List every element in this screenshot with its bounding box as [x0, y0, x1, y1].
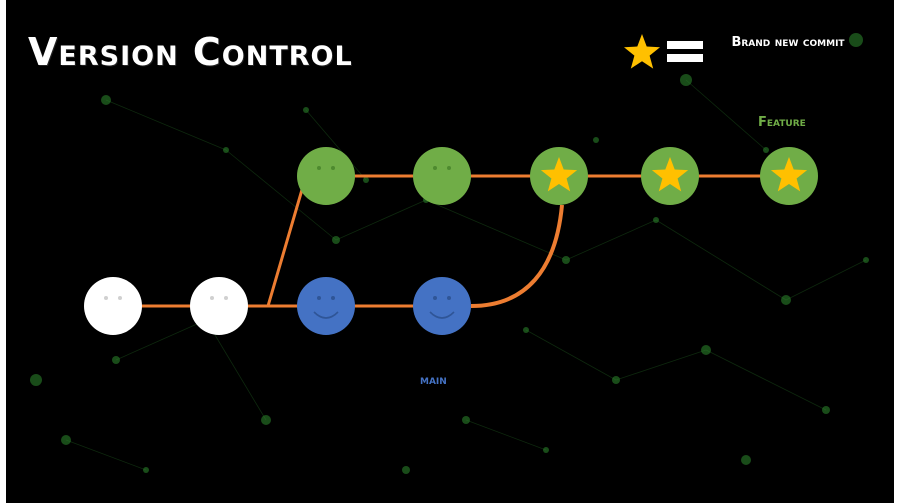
- eye-icon: [331, 296, 335, 300]
- star-icon: [540, 157, 578, 192]
- commit-node-c5: [297, 147, 355, 205]
- commit-graph: [84, 147, 818, 335]
- star-icon: [770, 157, 808, 192]
- commit-node-c1: [84, 277, 142, 335]
- page-title: Version Control: [28, 30, 353, 74]
- legend-label: Brand new commit: [731, 35, 845, 50]
- background-network-decoration: [30, 33, 869, 474]
- commit-circle: [84, 277, 142, 335]
- main-branch-label: main: [420, 373, 447, 388]
- commit-node-c2: [190, 277, 248, 335]
- commit-circle: [413, 277, 471, 335]
- feature-branch-label: Feature: [758, 115, 806, 130]
- eye-icon: [433, 166, 437, 170]
- eye-icon: [447, 166, 451, 170]
- commit-circle: [297, 147, 355, 205]
- eye-icon: [331, 166, 335, 170]
- commit-node-c4: [413, 277, 471, 335]
- commit-circle: [413, 147, 471, 205]
- commit-node-c8: [641, 147, 699, 205]
- eye-icon: [317, 166, 321, 170]
- commit-circle: [297, 277, 355, 335]
- eye-icon: [433, 296, 437, 300]
- commit-circle: [190, 277, 248, 335]
- eye-icon: [317, 296, 321, 300]
- eye-icon: [447, 296, 451, 300]
- smile-icon: [313, 311, 339, 319]
- smile-icon: [429, 311, 455, 319]
- commit-node-c3: [297, 277, 355, 335]
- star-icon: [651, 157, 689, 192]
- commit-node-c6: [413, 147, 471, 205]
- equals-icon: [667, 41, 703, 62]
- eye-icon: [210, 296, 214, 300]
- eye-icon: [224, 296, 228, 300]
- slide: Version Control Brand new commit Feature…: [6, 0, 894, 503]
- eye-icon: [104, 296, 108, 300]
- eye-icon: [118, 296, 122, 300]
- legend-star-icon: [624, 34, 660, 69]
- merge-edge: [470, 204, 564, 308]
- commit-node-c7: [530, 147, 588, 205]
- commit-node-c9: [760, 147, 818, 205]
